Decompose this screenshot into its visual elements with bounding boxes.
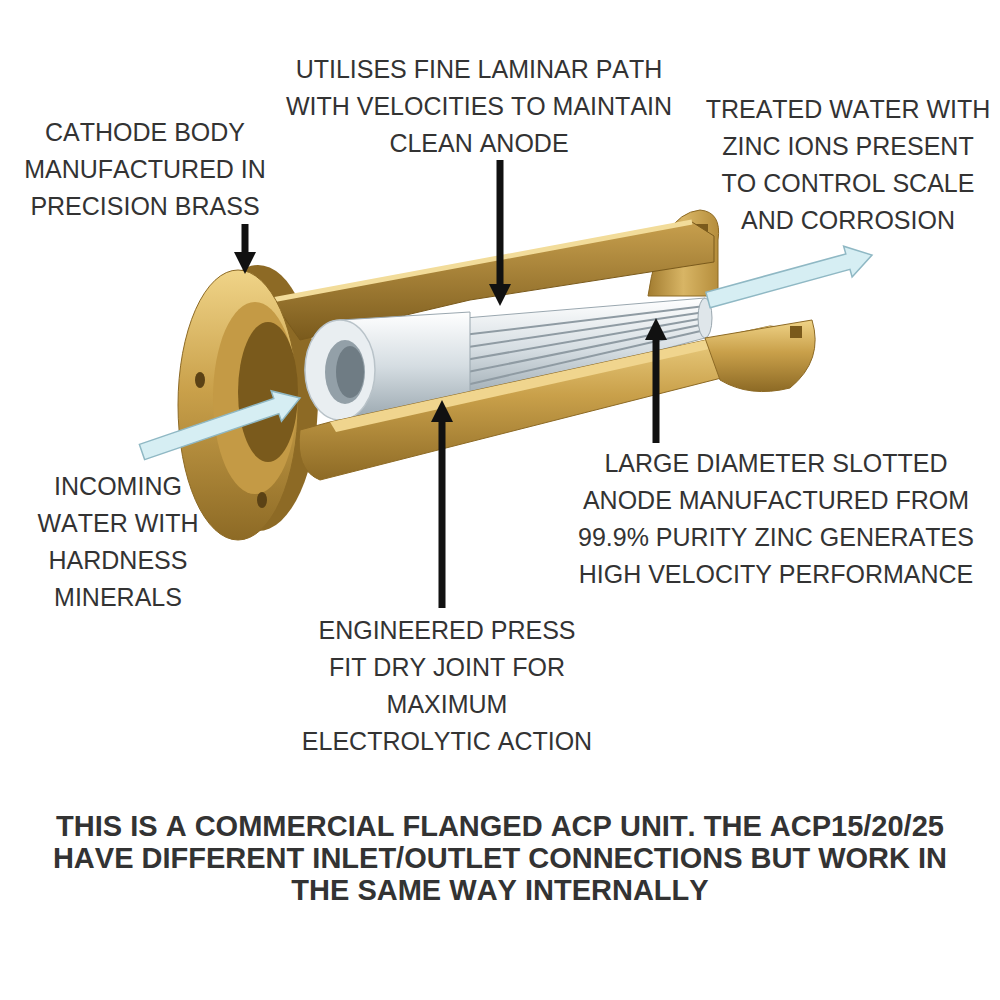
flow-arrow-in bbox=[139, 391, 300, 460]
anode-hole bbox=[325, 340, 365, 404]
pointer-arrow bbox=[234, 224, 256, 274]
callout-label: INCOMING WATER WITH HARDNESS MINERALS bbox=[31, 468, 206, 616]
caption: THIS IS A COMMERCIAL FLANGED ACP UNIT. T… bbox=[25, 810, 975, 906]
pointer-arrow bbox=[431, 400, 453, 608]
callout-label: ENGINEERED PRESS FIT DRY JOINT FOR MAXIM… bbox=[298, 612, 596, 760]
bolt-hole bbox=[195, 372, 205, 388]
callout-label: UTILISES FINE LAMINAR PATH WITH VELOCITI… bbox=[279, 51, 679, 162]
anode-hole-inner bbox=[336, 346, 364, 398]
flange-bore bbox=[238, 322, 298, 462]
anode-face bbox=[305, 320, 375, 420]
pointer-arrow bbox=[489, 160, 511, 306]
callout-label: LARGE DIAMETER SLOTTED ANODE MANUFACTURE… bbox=[571, 445, 981, 593]
cut-edge bbox=[272, 222, 692, 300]
flange-notch bbox=[790, 326, 802, 338]
callout-label: TREATED WATER WITH ZINC IONS PRESENT TO … bbox=[704, 91, 993, 239]
callout-label: CATHODE BODY MANUFACTURED IN PRECISION B… bbox=[15, 114, 275, 225]
bolt-hole bbox=[257, 492, 267, 508]
pointer-arrow bbox=[645, 318, 667, 443]
flange-lower-right bbox=[705, 320, 815, 392]
flow-arrow-out bbox=[706, 246, 872, 308]
